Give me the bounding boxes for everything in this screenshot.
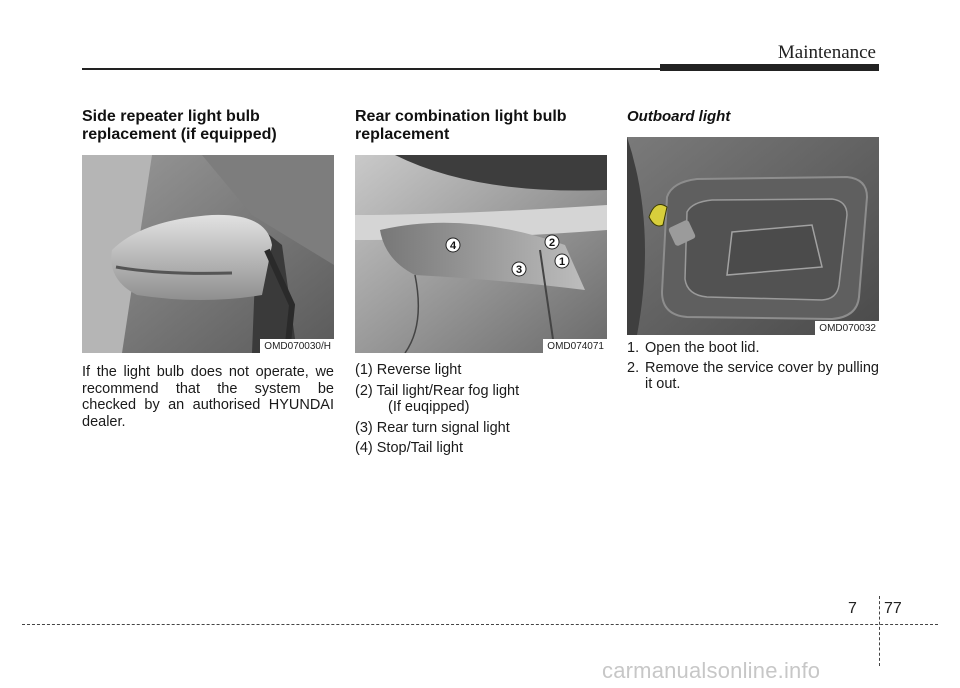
callout-3: 3	[516, 264, 522, 276]
step-item: 1.Open the boot lid.	[627, 340, 760, 356]
callout-4: 4	[450, 240, 457, 252]
column-side-repeater: Side repeater light bulb replacement (if…	[82, 108, 334, 430]
column-outboard-light: Outboard light OMD070032 1.Open the boot…	[627, 108, 879, 392]
column-rear-combination: Rear combination light bulb replacement	[355, 108, 607, 456]
heading-rear-combination: Rear combination light bulb replacement	[355, 108, 567, 143]
heading-outboard-light: Outboard light	[627, 108, 731, 125]
figure-side-mirror: OMD070030/H	[82, 155, 334, 353]
figure-code: OMD070030/H	[260, 339, 334, 353]
list-item: (1) Reverse light	[355, 362, 462, 378]
header-rule-accent	[660, 64, 879, 71]
callout-2: 2	[549, 237, 555, 249]
footer-rule	[22, 624, 938, 625]
step-item: 2.Remove the service cover by pulling it…	[627, 359, 879, 393]
list-item: (4) Stop/Tail light	[355, 440, 463, 456]
figure-service-cover: OMD070032	[627, 137, 879, 335]
service-cover-illustration	[627, 137, 879, 335]
page-number: 77	[884, 600, 902, 617]
figure-rear-lamp: 4 2 3 1 OMD074071	[355, 155, 607, 353]
list-item: (3) Rear turn signal light	[355, 419, 510, 436]
callout-1: 1	[559, 256, 565, 268]
footer-divider	[879, 596, 880, 666]
side-mirror-illustration	[82, 155, 334, 353]
rear-lamp-illustration: 4 2 3 1	[355, 155, 607, 353]
list-item: (2) Tail light/Rear fog light(If euqippe…	[355, 382, 520, 416]
figure-code: OMD070032	[815, 321, 879, 335]
section-title: Maintenance	[777, 42, 876, 63]
chapter-number: 7	[848, 600, 857, 617]
lamp-list: (1) Reverse light (2) Tail light/Rear fo…	[355, 362, 607, 461]
outboard-steps: 1.Open the boot lid. 2.Remove the servic…	[627, 340, 879, 396]
side-repeater-body: If the light bulb does not operate, we r…	[82, 364, 334, 430]
watermark: carmanualsonline.info	[602, 658, 821, 683]
header-rule	[82, 68, 660, 70]
figure-code: OMD074071	[543, 339, 607, 353]
heading-side-repeater: Side repeater light bulb replacement (if…	[82, 108, 277, 143]
